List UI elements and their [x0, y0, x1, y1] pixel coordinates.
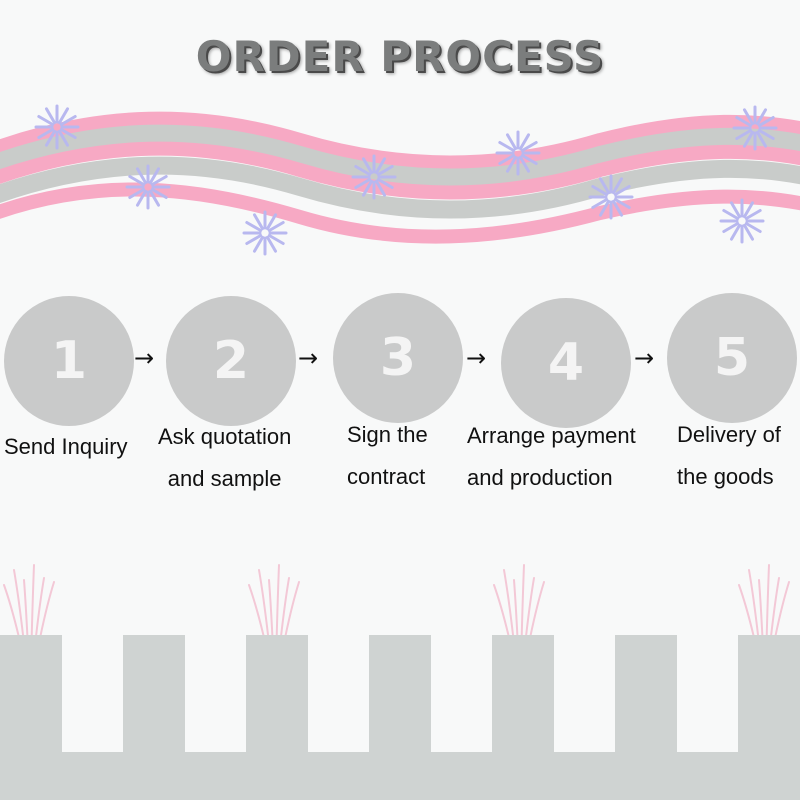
arrow-icon: → [134, 344, 155, 372]
decorative-wave-band [0, 104, 800, 256]
step-label-line: and production [467, 465, 613, 490]
step-number: 4 [547, 333, 585, 393]
fence-base [0, 752, 800, 800]
step-number: 5 [713, 328, 751, 388]
step-label-2: Ask quotation and sample [158, 416, 291, 500]
flower-icon [719, 198, 765, 244]
wave-pink-stripe [0, 182, 800, 244]
grass-icon [738, 564, 790, 641]
arrow-icon: → [298, 344, 319, 372]
step-circle-1: 1 [4, 296, 134, 426]
page-title: ORDER PROCESS [195, 32, 605, 81]
grass-icon [493, 564, 545, 641]
step-label-1: Send Inquiry [4, 426, 128, 468]
grass-icon [248, 564, 300, 641]
wave-pink-stripe [0, 111, 800, 170]
fence-post [123, 635, 185, 755]
fence-post [246, 635, 308, 755]
fence-post [492, 635, 554, 755]
step-number: 1 [50, 331, 88, 391]
fence-post [615, 635, 677, 755]
step-circle-3: 3 [333, 293, 463, 423]
step-label-line: Delivery of [677, 422, 781, 447]
arrow-icon: → [634, 344, 655, 372]
arrow-icon: → [466, 344, 487, 372]
flower-icon [242, 210, 288, 256]
step-label-line: Sign the [347, 422, 428, 447]
step-circle-4: 4 [501, 298, 631, 428]
step-label-line: the goods [677, 464, 774, 489]
step-label-line: Arrange payment [467, 423, 636, 448]
flower-icon [732, 105, 778, 151]
wave-gray-stripe [0, 156, 800, 219]
step-label-3: Sign the contract [347, 414, 428, 498]
wave-gray-stripe [0, 124, 800, 187]
decorative-fence [0, 564, 800, 800]
step-label-4: Arrange payment and production [467, 415, 636, 499]
fence-post [0, 635, 62, 755]
step-label-line: contract [347, 464, 426, 489]
step-label-line: Send Inquiry [4, 434, 128, 459]
flower-icon [125, 164, 171, 210]
step-circle-5: 5 [667, 293, 797, 423]
step-circle-2: 2 [166, 296, 296, 426]
flower-icon [34, 104, 80, 150]
step-number: 3 [379, 328, 417, 388]
flower-icon [588, 174, 634, 220]
fence-post [738, 635, 800, 755]
flower-icon [495, 130, 541, 176]
flower-icon [351, 154, 397, 200]
wave-pink-stripe [0, 141, 800, 200]
fence-post [369, 635, 431, 755]
grass-icon [3, 564, 55, 641]
step-label-5: Delivery of the goods [677, 414, 781, 498]
step-label-line: Ask quotation [158, 424, 292, 449]
step-number: 2 [212, 331, 250, 391]
step-label-line: and sample [167, 466, 282, 491]
